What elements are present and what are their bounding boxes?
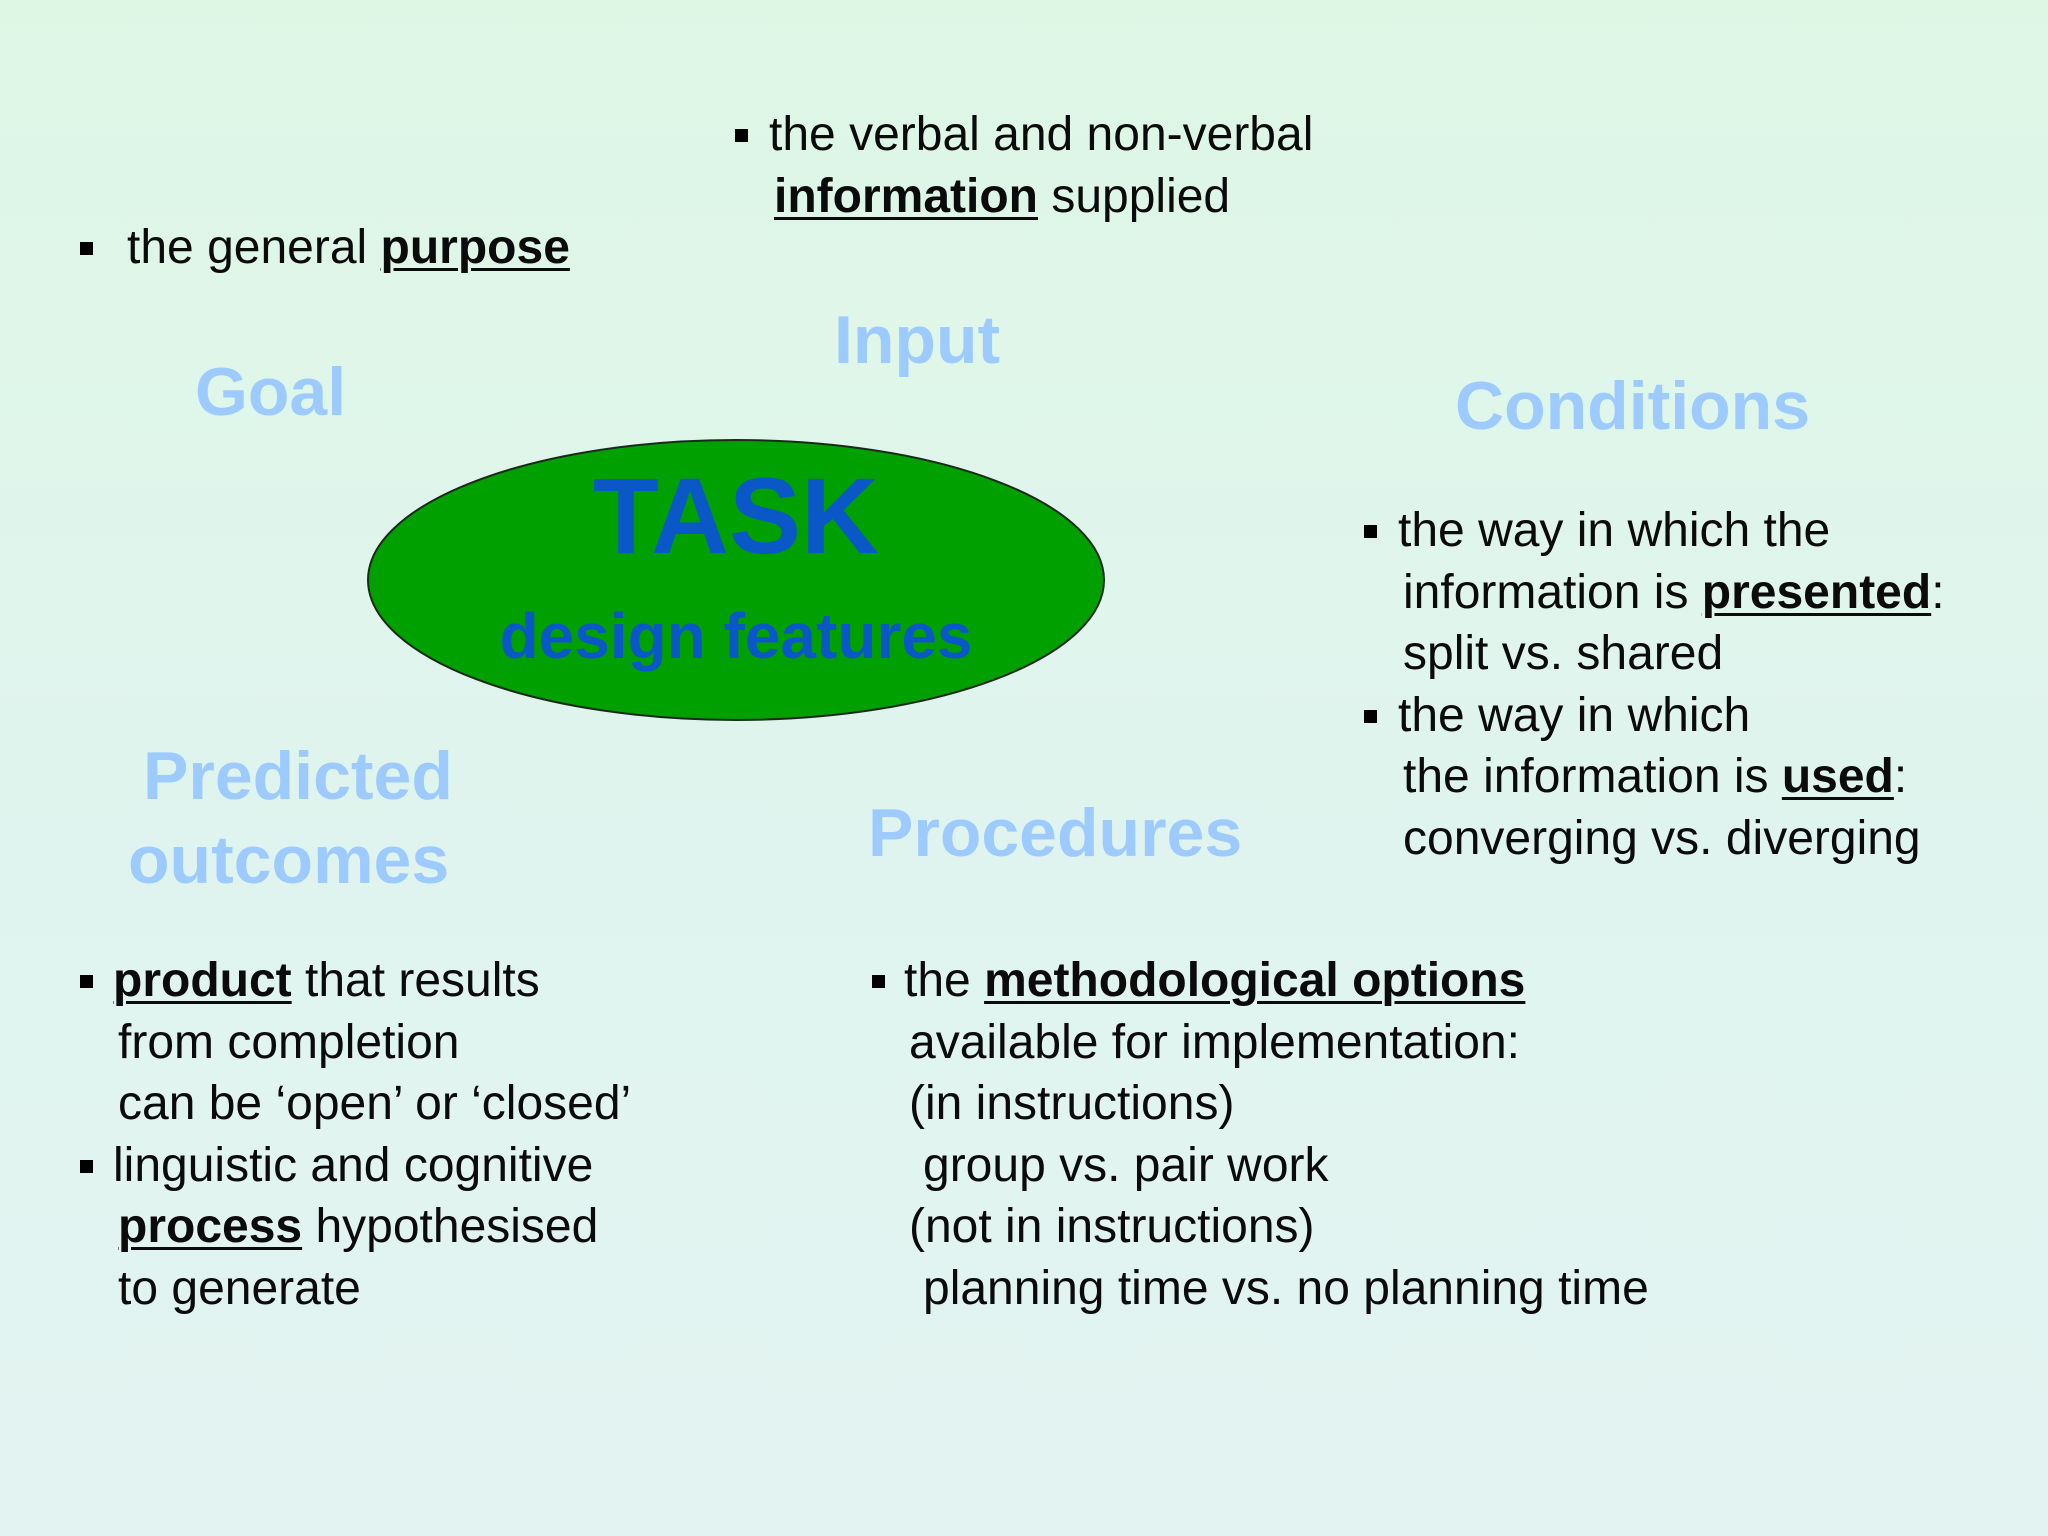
outcomes-line5-text: process hypothesised	[118, 1196, 598, 1258]
conditions-line6-text: converging vs. diverging	[1403, 811, 1921, 865]
input-line2-post: supplied	[1037, 169, 1231, 223]
procedures-line1-text: the methodological options	[904, 950, 1525, 1012]
conditions-line3-text: split vs. shared	[1403, 627, 1724, 680]
conditions-heading: Conditions	[1455, 368, 1811, 444]
bullet-icon	[80, 975, 93, 988]
bullet-icon	[872, 975, 885, 988]
input-line1-text: the verbal and non-verbal	[769, 108, 1314, 161]
goal-line-text: the general purpose	[127, 217, 570, 279]
goal-heading: Goal	[195, 354, 347, 430]
goal-pre: the general	[127, 221, 381, 274]
bullet-icon	[1364, 525, 1377, 538]
conditions-line4-text: the way in which	[1398, 688, 1751, 742]
conditions-line5-text: the information is used:	[1403, 746, 1907, 808]
bullet-icon	[80, 1159, 93, 1173]
outcomes-line6-text: to generate	[118, 1261, 361, 1315]
bullet-icon	[735, 129, 748, 142]
ellipse-shape	[367, 439, 1105, 721]
bullet-icon	[1364, 709, 1377, 723]
purpose-keyword: purpose	[380, 221, 570, 274]
outcomes-line2-text: from completion	[118, 1015, 460, 1069]
procedures-heading: Procedures	[868, 795, 1243, 871]
outcomes-line1-post: that results	[291, 954, 540, 1007]
input-line2-text: information supplied	[774, 166, 1230, 228]
outcomes-line4-text: linguistic and cognitive	[113, 1138, 594, 1192]
conditions-line5-pre: the information is	[1403, 750, 1782, 803]
presented-keyword: presented	[1701, 565, 1932, 619]
task-title: TASK	[593, 455, 879, 576]
procedures-line4-text: group vs. pair work	[923, 1138, 1329, 1192]
process-keyword: process	[118, 1200, 303, 1253]
conditions-line2-pre: information is	[1403, 565, 1702, 619]
outcomes-line3-text: can be ‘open’ or ‘closed’	[118, 1077, 632, 1130]
outcomes-line1-text: product that results	[113, 950, 540, 1012]
ellipse-fill	[367, 439, 1105, 721]
outcomes-heading-line2: outcomes	[128, 822, 450, 898]
conditions-line2-post: :	[1931, 565, 1945, 619]
conditions-line2-text: information is presented:	[1403, 562, 1945, 624]
outcomes-heading-line1: Predicted	[143, 738, 453, 814]
outcomes-line5-post: hypothesised	[302, 1200, 599, 1253]
procedures-pre: the	[904, 954, 985, 1007]
bullet-icon	[80, 242, 93, 255]
methodological-options-keyword: methodological options	[984, 954, 1526, 1007]
procedures-line6-text: planning time vs. no planning time	[923, 1261, 1649, 1315]
used-keyword: used	[1781, 750, 1894, 803]
procedures-line5-text: (not in instructions)	[909, 1200, 1315, 1253]
procedures-line3-text: (in instructions)	[909, 1077, 1235, 1130]
product-keyword: product	[113, 954, 292, 1007]
task-subtitle: design features	[499, 600, 973, 672]
conditions-line1-text: the way in which the	[1398, 504, 1831, 557]
information-keyword: information	[774, 169, 1038, 223]
input-heading: Input	[834, 302, 1001, 378]
procedures-line2-text: available for implementation:	[909, 1015, 1520, 1069]
task-ellipse: TASK design features	[366, 438, 1106, 722]
outcomes-heading: Predicted outcomes	[128, 734, 453, 902]
conditions-line5-post: :	[1893, 750, 1908, 803]
